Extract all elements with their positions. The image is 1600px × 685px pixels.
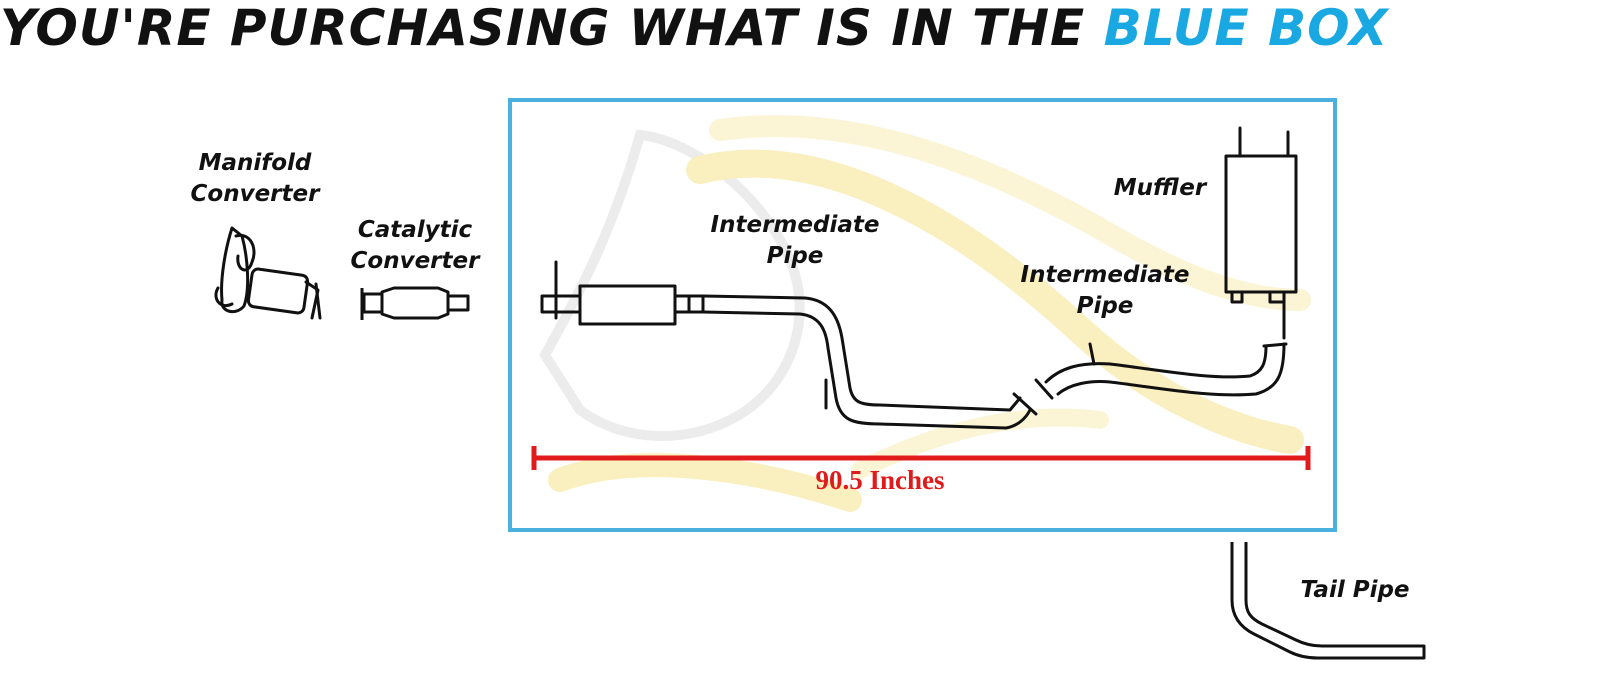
headline: YOU'RE PURCHASING WHAT IS IN THE BLUE BO… [0, 0, 1600, 60]
catalytic-converter-drawing [360, 286, 470, 320]
catalytic-label-line-1: Catalytic [357, 217, 473, 243]
intermediate-2-line-1: Intermediate [1020, 262, 1190, 288]
measurement-label: 90.5 Inches [815, 465, 945, 495]
muffler-label-text: Muffler [1113, 175, 1207, 201]
headline-accent: BLUE BOX [1103, 0, 1389, 57]
headline-text: YOU'RE PURCHASING WHAT IS IN THE [0, 0, 1086, 57]
tail-pipe-drawing [1230, 542, 1426, 660]
manifold-converter-drawing [214, 226, 322, 320]
rear-pipe-drawing [1034, 342, 1288, 400]
tail-pipe-label-text: Tail Pipe [1300, 577, 1410, 603]
manifold-converter-label: Manifold Converter [170, 148, 340, 210]
manifold-label-line-1: Manifold [198, 150, 312, 176]
front-pipe-drawing [540, 260, 1038, 430]
blue-box [508, 98, 1337, 532]
manifold-label-line-2: Converter [190, 181, 320, 207]
catalytic-converter-label: Catalytic Converter [330, 215, 500, 277]
intermediate-pipe-label-1: Intermediate Pipe [690, 210, 900, 272]
intermediate-2-line-2: Pipe [1076, 293, 1134, 319]
intermediate-pipe-label-2: Intermediate Pipe [1000, 260, 1210, 322]
measurement-bar [531, 446, 1311, 470]
catalytic-label-line-2: Converter [350, 248, 480, 274]
muffler-label: Muffler [1100, 173, 1220, 204]
tail-pipe-label: Tail Pipe [1280, 575, 1430, 606]
intermediate-1-line-2: Pipe [766, 243, 824, 269]
muffler-drawing [1224, 126, 1298, 340]
intermediate-1-line-1: Intermediate [710, 212, 880, 238]
